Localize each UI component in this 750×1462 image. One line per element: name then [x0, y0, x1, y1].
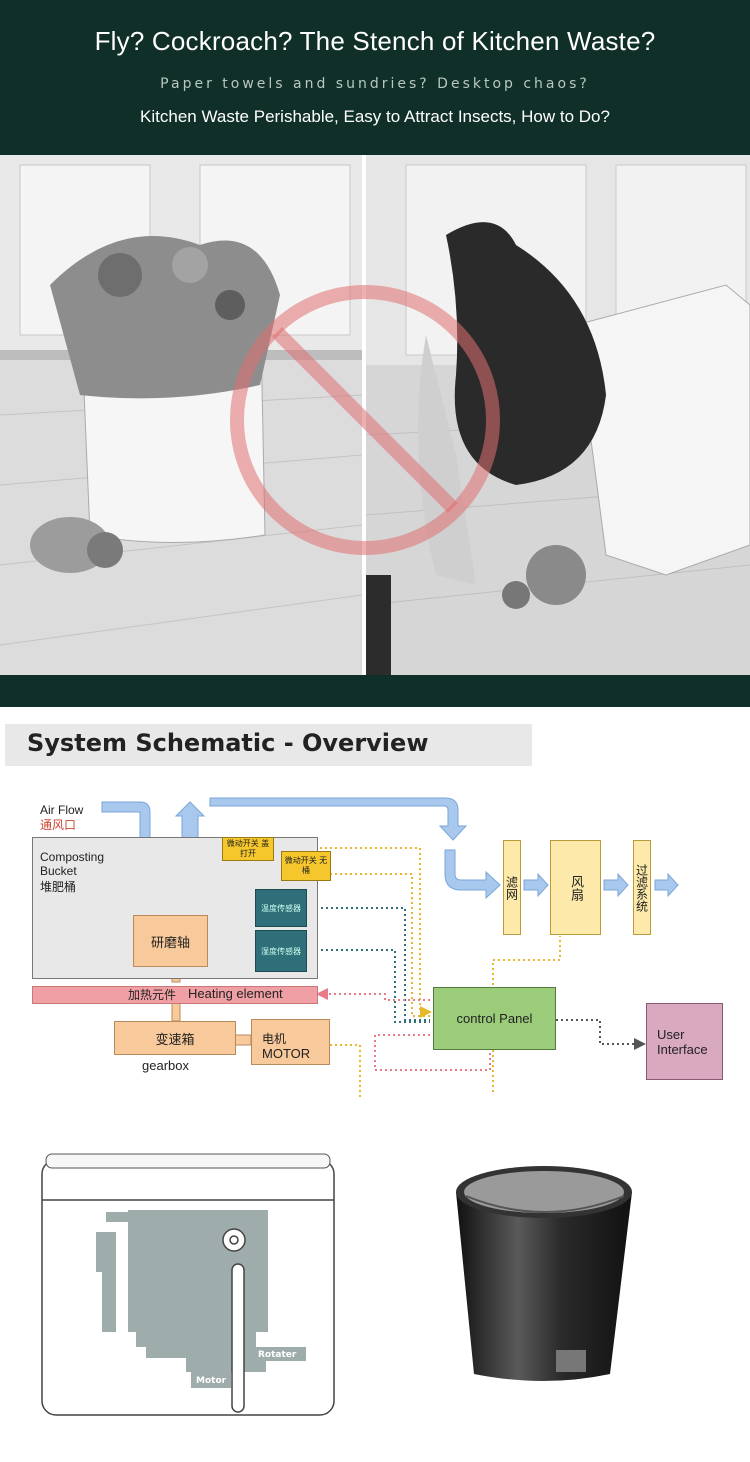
micro-switch-bucket: 微动开关 无桶 [281, 851, 331, 881]
schematic-title: System Schematic - Overview [27, 729, 429, 757]
inner-bucket-drawing [456, 1166, 632, 1381]
rotater-label: Rotater [258, 1350, 297, 1360]
grinding-shaft: 研磨轴 [133, 915, 208, 967]
fan-box: 风扇 [550, 840, 601, 935]
composting-bucket-label: Composting Bucket [40, 850, 105, 878]
prohibited-icon [230, 285, 500, 555]
page-title: Fly? Cockroach? The Stench of Kitchen Wa… [94, 26, 656, 56]
motor-part-label: Motor [196, 1376, 227, 1386]
schematic-title-background [5, 724, 532, 766]
page-subtitle: Paper towels and sundries? Desktop chaos… [160, 76, 590, 92]
heating-element-bar [32, 986, 318, 1004]
divider-band [0, 675, 750, 707]
composting-bucket-label-zh: 堆肥桶 [40, 880, 77, 894]
air-flow-label: Air Flow [40, 803, 84, 817]
user-interface-box: User Interface [646, 1003, 723, 1080]
device-cutaway-drawing: Rotater Motor [41, 1153, 335, 1416]
gearbox-box: 变速箱 [114, 1021, 236, 1055]
gearbox-label: gearbox [142, 1058, 189, 1073]
micro-switch-lid: 微动开关 盖打开 [222, 837, 274, 861]
temperature-sensor: 温度传感器 [255, 889, 307, 927]
header-banner: Fly? Cockroach? The Stench of Kitchen Wa… [0, 0, 750, 155]
heating-element-label-zh: 加热元件 [128, 988, 177, 1002]
humidity-sensor: 湿度传感器 [255, 930, 307, 972]
air-flow-label-zh: 通风口 [40, 818, 77, 832]
filter-system-box: 过滤系统 [633, 840, 651, 935]
page-tagline: Kitchen Waste Perishable, Easy to Attrac… [140, 107, 610, 126]
trash-bag-photo [366, 155, 750, 675]
motor-label-zh: 电机 [262, 1032, 287, 1046]
motor-label: MOTOR [262, 1046, 311, 1061]
motor-box [251, 1019, 330, 1065]
heating-element-label: Heating element [188, 986, 283, 1001]
overflowing-trash-photo [0, 155, 362, 675]
filter-net-box: 滤网 [503, 840, 521, 935]
control-panel-box: control Panel [433, 987, 556, 1050]
